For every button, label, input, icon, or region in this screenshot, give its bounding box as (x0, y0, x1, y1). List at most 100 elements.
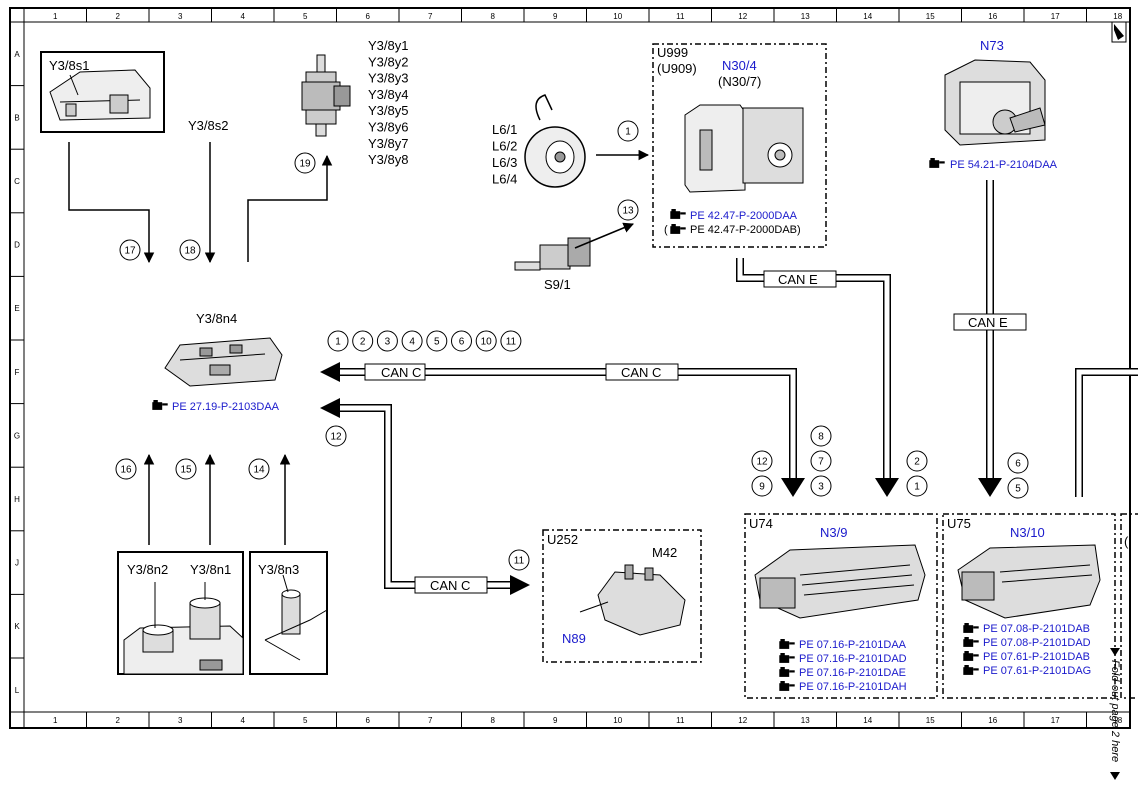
ref-n30-b: PE 42.47-P-2000DAB (690, 224, 797, 236)
label-y3-8n2: Y3/8n2 (127, 562, 168, 577)
label-n73: N73 (980, 38, 1004, 53)
label-n30-7: (N30/7) (718, 74, 761, 89)
number-circle-label: 7 (818, 457, 824, 468)
component-y3-8n3: Y3/8n3 (249, 551, 328, 675)
number-circle-label: 1 (625, 127, 631, 138)
grid-col-label: 9 (553, 716, 558, 725)
number-circle-label: 6 (1015, 459, 1021, 470)
label-valve: Y3/8y5 (368, 103, 408, 118)
page-corner-icon (1111, 21, 1127, 43)
number-circle-label: 1 (335, 337, 341, 348)
number-circle-label: 16 (120, 465, 132, 476)
number-circle-label: 12 (330, 432, 342, 443)
number-circle (325, 425, 347, 447)
can-c-label: CAN C (430, 578, 470, 593)
number-circle (906, 450, 928, 472)
label-valve: Y3/8y7 (368, 136, 408, 151)
book-icon (779, 653, 795, 663)
number-circle-label: 1 (914, 482, 920, 493)
book-icon (963, 651, 979, 661)
number-circle-label: 17 (124, 246, 136, 257)
component-u75: U75 N3/10 (942, 513, 1116, 699)
label-y3-8n4: Y3/8n4 (196, 311, 237, 326)
number-circle-label: 12 (756, 457, 768, 468)
can-bus-labels: CAN C CAN C CAN C CAN E CAN E (364, 270, 1027, 594)
grid-col-label: 18 (1113, 12, 1122, 21)
number-circle-label: 5 (434, 337, 440, 348)
label-l6: L6/4 (492, 172, 517, 187)
label-n3-10: N3/10 (1010, 525, 1045, 540)
grid-col-label: 9 (553, 12, 558, 21)
ref-item: PE 07.61-P-2101DAB (983, 651, 1090, 663)
book-icon (152, 400, 168, 410)
grid-col-label: 11 (676, 12, 685, 21)
grid-col-label: 7 (428, 716, 433, 725)
component-u999: U999 (U909) N30/4 (N30/7) (652, 43, 827, 248)
number-circle-label: 18 (184, 246, 196, 257)
number-circle (810, 425, 832, 447)
label-n89: N89 (562, 631, 586, 646)
grid-col-label: 14 (863, 12, 872, 21)
number-circle (376, 330, 398, 352)
label-y3-8n1: Y3/8n1 (190, 562, 231, 577)
number-circle-label: 11 (514, 556, 525, 567)
number-circle-label: 11 (506, 337, 517, 348)
grid-col-label: 3 (178, 12, 183, 21)
grid-col-label: 8 (491, 716, 496, 725)
grid-col-label: 6 (366, 716, 371, 725)
number-circle (751, 450, 773, 472)
number-circle (1007, 477, 1029, 499)
component-l6-sensor (524, 94, 586, 188)
number-circle-label: 14 (253, 465, 265, 476)
label-partial: ( (1124, 534, 1129, 549)
number-circle (248, 458, 270, 480)
book-icon (779, 681, 795, 691)
number-circle (508, 549, 530, 571)
grid-col-label: 13 (801, 12, 810, 21)
number-circle-label: 3 (818, 482, 824, 493)
component-y3-8n1-n2: Y3/8n2 Y3/8n1 (117, 551, 244, 675)
grid-row-label: K (14, 622, 20, 631)
ref-item: PE 07.08-P-2101DAB (983, 623, 1090, 635)
ref-item: PE 07.08-P-2101DAD (983, 637, 1091, 649)
grid-col-label: 16 (988, 716, 997, 725)
ref-n30-b-open: ( (664, 224, 668, 236)
l6-label-list: L6/1L6/2L6/3L6/4 (492, 122, 517, 187)
ref-item: PE 07.16-P-2101DAE (799, 667, 906, 679)
label-u74: U74 (749, 516, 773, 531)
valve-label-list: Y3/8y1Y3/8y2Y3/8y3Y3/8y4Y3/8y5Y3/8y6Y3/8… (368, 38, 408, 167)
grid-col-label: 4 (241, 12, 246, 21)
ref-y3-8n4: PE 27.19-P-2103DAA (172, 401, 280, 413)
ref-n30-a: PE 42.47-P-2000DAA (690, 210, 798, 222)
grid-row-label: H (14, 495, 20, 504)
side-note: Fold-out page 2 here (1109, 648, 1121, 780)
grid-col-label: 10 (613, 716, 622, 725)
number-circle-label: 2 (360, 337, 366, 348)
component-u252: U252 M42 N89 (542, 529, 702, 663)
component-n73 (944, 59, 1046, 146)
component-y3-8s1: Y3/8s1 (40, 51, 165, 133)
grid-row-label: E (14, 304, 19, 313)
grid-col-label: 1 (53, 12, 58, 21)
label-u252: U252 (547, 532, 578, 547)
label-valve: Y3/8y6 (368, 120, 408, 135)
grid-row-label: F (15, 368, 20, 377)
book-icon (963, 665, 979, 675)
label-valve: Y3/8y3 (368, 71, 408, 86)
grid-row-label: A (14, 50, 20, 59)
label-valve: Y3/8y2 (368, 54, 408, 69)
book-icon (670, 224, 686, 234)
can-e-label: CAN E (778, 272, 818, 287)
number-circle (401, 330, 423, 352)
number-circle (751, 475, 773, 497)
number-circle (294, 152, 316, 174)
grid-row-label: J (15, 559, 19, 568)
book-icon (670, 209, 686, 219)
label-y3-8n3: Y3/8n3 (258, 562, 299, 577)
label-l6: L6/3 (492, 155, 517, 170)
grid-col-label: 12 (738, 716, 747, 725)
component-s9-1 (514, 237, 591, 271)
number-circle-label: 10 (481, 337, 493, 348)
